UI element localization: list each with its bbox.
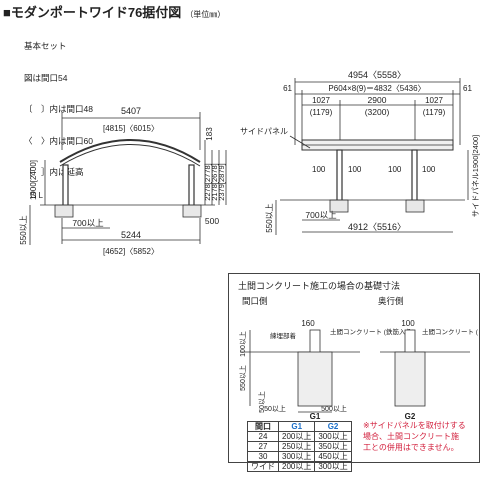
table-row: ワイド 200以上 300以上 — [247, 461, 352, 472]
side-panel-label: サイドパネル — [240, 127, 288, 136]
table-cell: 300以上 — [314, 431, 352, 442]
side-2900: 2900 — [368, 95, 387, 105]
front-foot-500: 500 — [205, 216, 219, 226]
front-height-3: 2379[2879] — [217, 163, 226, 201]
front-height-2: 2178[2678] — [210, 163, 219, 201]
side-dim-100-d: 100 — [422, 165, 436, 174]
table-header: 間口 — [247, 421, 279, 432]
table-cell: 300以上 — [277, 451, 316, 462]
table-cell: 200以上 — [277, 461, 316, 472]
table-cell: 250以上 — [277, 441, 316, 452]
page-title: ■モダンポートワイド76据付図（単位㎜） — [3, 2, 225, 21]
foundation-table: 間口 G1 G2 24 200以上 300以上 27 250以上 350以上 3… — [247, 421, 352, 472]
table-cell: 200以上 — [277, 431, 316, 442]
g2-label: G2 — [405, 412, 416, 420]
found-h-550: 550以上 — [238, 365, 247, 391]
side-edge-61-right: 61 — [463, 84, 472, 93]
side-width-bottom: 4912〈5516〉 — [348, 222, 406, 232]
front-width-top: 5407 — [121, 106, 141, 116]
legend-line: 基本セット — [24, 41, 67, 51]
side-right-height: サイドパネル1900[2400] — [471, 135, 480, 218]
found-w-500: 500以上 — [321, 404, 347, 413]
front-left-foot: 550以上 — [19, 215, 28, 244]
legend: 基本セット 図は間口54 〔 〕内は間口48 〈 〉内は間口60 ［ ］内は延高 — [24, 20, 93, 188]
front-left-height: 1900[2400] — [29, 160, 38, 200]
front-width-bottom-alt: [4652]〈5852〉 — [103, 247, 159, 256]
side-panel-note: ※サイドパネルを取付けする 場合、土間コンクリート施 工との併用はできません。 — [363, 421, 466, 452]
side-left-foot: 550以上 — [265, 203, 274, 232]
side-3200: (3200) — [365, 107, 390, 117]
concrete-label-2: 土間コンクリート (鉄筋入り) — [422, 327, 478, 336]
front-width-bottom: 5244 — [121, 230, 141, 240]
front-foot-700: 700以上 — [72, 218, 104, 228]
foundation-title: 土間コンクリート施工の場合の基礎寸法 — [238, 281, 401, 291]
title-text: ■モダンポートワイド76据付図 — [3, 5, 182, 20]
table-header: G2 — [314, 421, 352, 432]
table-cell: 24 — [247, 431, 279, 442]
table-cell: 300以上 — [314, 461, 352, 472]
front-side-label: 間口側 — [242, 296, 268, 306]
unit-label: （単位㎜） — [185, 10, 226, 19]
side-1179-right: (1179) — [423, 108, 446, 117]
side-width-top: 4954〈5558〉 — [348, 70, 406, 80]
front-height-1: 2278[2778] — [203, 163, 212, 201]
legend-line: 図は間口54 — [24, 72, 68, 83]
g1-label: G1 — [310, 412, 321, 420]
side-1027-left: 1027 — [312, 96, 330, 105]
depth-side-label: 奥行側 — [378, 296, 404, 306]
front-width-top-alt: [4815]〈6015〉 — [103, 124, 159, 133]
found-w-50: 50以上 — [264, 404, 286, 413]
legend-line: 〔 〕内は間口48 — [24, 104, 93, 114]
table-row: 24 200以上 300以上 — [247, 431, 352, 442]
foundation-diagram: 間口側 奥行側 160 100 練埋部着 土間コンクリート (鉄筋入り) 土間コ… — [238, 296, 478, 420]
table-cell: 30 — [247, 451, 279, 462]
depth-100: 100 — [401, 319, 415, 328]
side-view-diagram: 4954〈5558〉 P604×8(9)＝4832〈5436〉 61 61 10… — [240, 70, 480, 235]
found-h-100: 100以上 — [238, 331, 247, 357]
side-foot-700: 700以上 — [305, 210, 337, 220]
front-dim-183: 183 — [205, 127, 214, 141]
side-1179-left: (1179) — [310, 108, 333, 117]
table-cell: 27 — [247, 441, 279, 452]
mortar-label: 練埋部着 — [270, 331, 297, 340]
table-cell: 450以上 — [314, 451, 352, 462]
foundation-panel — [228, 273, 480, 463]
found-h-50: 50以上 — [257, 391, 266, 413]
table-cell: ワイド — [247, 461, 279, 472]
table-cell: 350以上 — [314, 441, 352, 452]
side-dim-100-a: 100 — [312, 165, 326, 174]
side-1027-right: 1027 — [425, 96, 443, 105]
table-header-row: 間口 G1 G2 — [247, 421, 352, 432]
table-row: 30 300以上 450以上 — [247, 451, 352, 462]
front-view-diagram: 5407 [4815]〈6015〉 183 2278[2778] 2178[26… — [19, 106, 227, 256]
side-edge-61-left: 61 — [283, 84, 292, 93]
front-gl: G L — [30, 191, 43, 200]
table-header: G1 — [277, 421, 316, 432]
concrete-label-1: 土間コンクリート (鉄筋入り) — [330, 327, 414, 336]
side-dim-100-c: 100 — [388, 165, 402, 174]
legend-line: 〈 〉内は間口60 — [24, 135, 93, 146]
front-160: 160 — [301, 319, 315, 328]
table-row: 27 250以上 350以上 — [247, 441, 352, 452]
side-dim-100-b: 100 — [348, 165, 362, 174]
side-pitch: P604×8(9)＝4832〈5436〉 — [328, 84, 425, 93]
legend-line: ［ ］内は延高 — [24, 167, 84, 177]
